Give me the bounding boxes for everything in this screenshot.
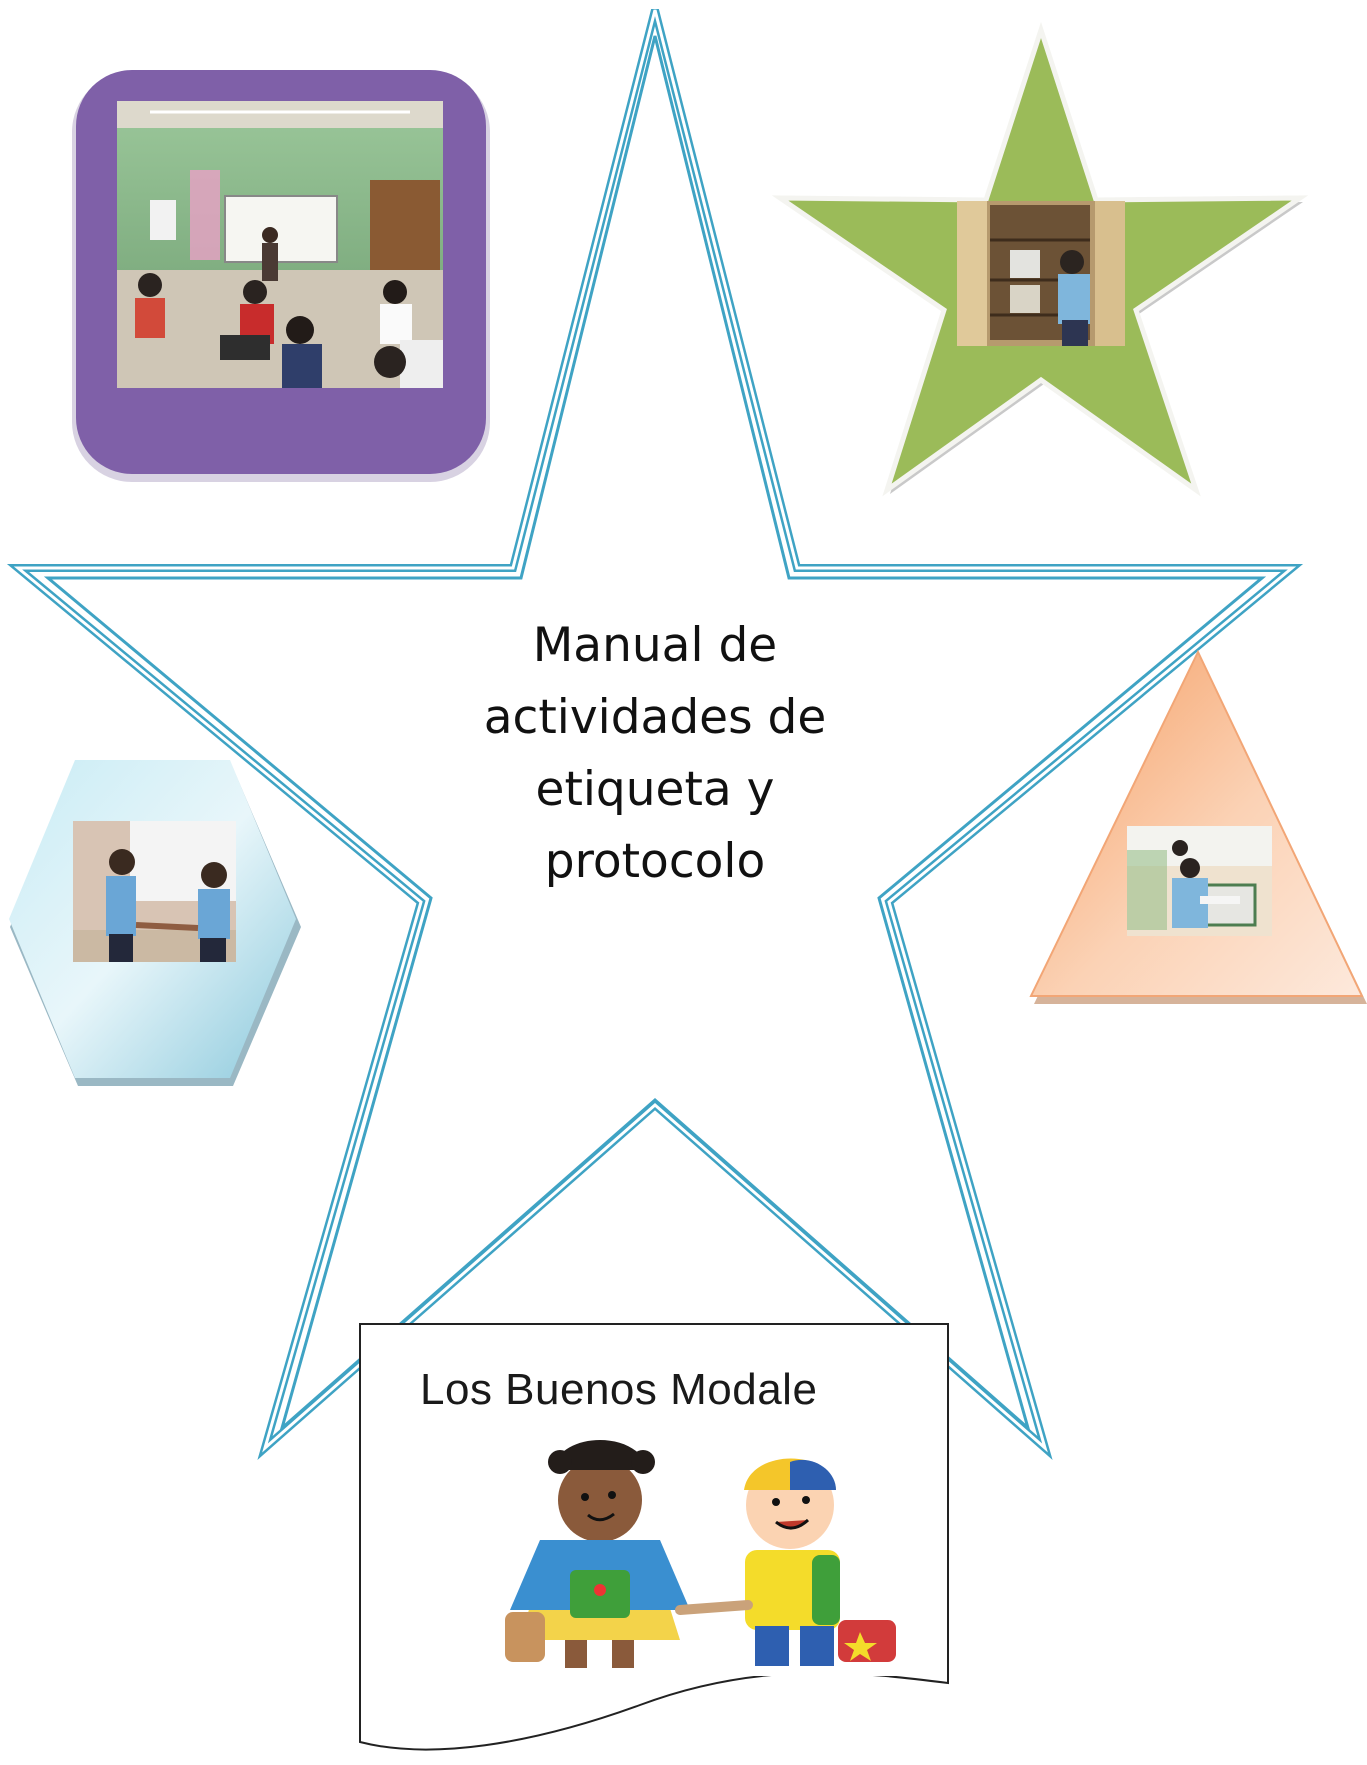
students-at-desks-photo — [1127, 826, 1272, 936]
orange-triangle — [1029, 649, 1367, 1004]
title-line-4: protocolo — [544, 834, 766, 889]
classroom-photo — [117, 101, 443, 388]
handshake-photo — [73, 821, 236, 962]
big-star-outline — [6, 9, 1304, 1461]
document-title: Manual de actividades de etiqueta y prot… — [440, 610, 870, 898]
cartoon-kids-illustration — [505, 1440, 896, 1668]
document-banner — [359, 1323, 949, 1751]
blue-hexagon — [9, 760, 301, 1086]
title-line-1: Manual de — [532, 618, 778, 673]
banner-heading: Los Buenos Modale — [420, 1365, 818, 1414]
library-photo — [957, 201, 1125, 346]
title-line-3: etiqueta y — [535, 762, 775, 817]
green-star — [771, 21, 1309, 497]
title-line-2: actividades de — [483, 690, 827, 745]
purple-photo-frame — [72, 70, 490, 482]
